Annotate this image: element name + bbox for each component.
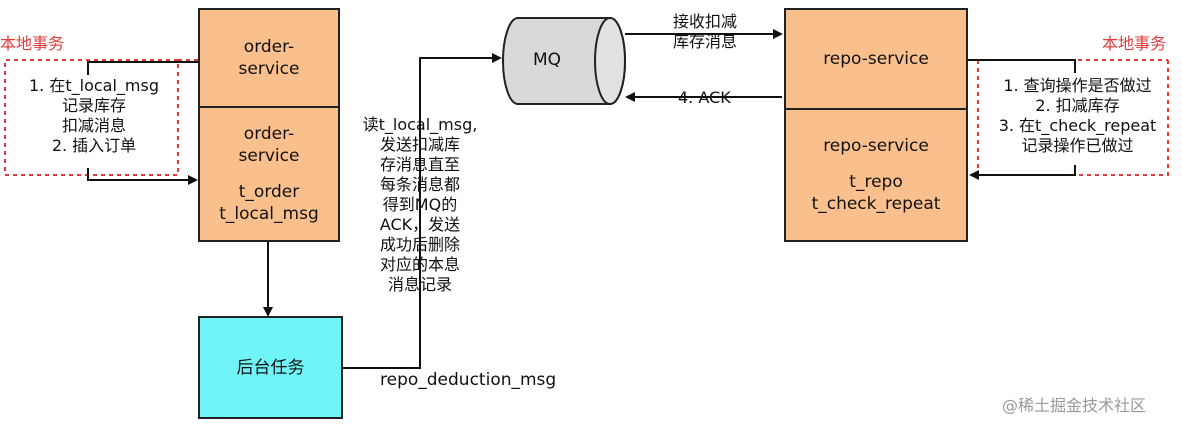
left-step-line: 2. 插入订单 bbox=[51, 136, 137, 155]
repo-service-db-label: repo-service bbox=[823, 136, 929, 156]
left-step-line: 扣减消息 bbox=[61, 116, 126, 135]
right-step-line: 1. 查询操作是否做过 bbox=[1003, 76, 1152, 95]
background-task-box: 后台任务 bbox=[198, 316, 343, 419]
read-text-line: 读t_local_msg, bbox=[362, 115, 478, 134]
right-steps: 1. 查询操作是否做过 2. 扣减库存 3. 在t_check_repeat 记… bbox=[990, 76, 1165, 156]
right-step-line: 记录操作已做过 bbox=[1021, 136, 1134, 155]
watermark: @稀土掘金技术社区 bbox=[1002, 396, 1147, 415]
table-name: t_repo bbox=[849, 172, 903, 192]
receive-text-line: 接收扣减 bbox=[672, 12, 737, 31]
read-text-line: 成功后删除 bbox=[379, 235, 460, 254]
right-step-line: 2. 扣减库存 bbox=[1035, 96, 1120, 115]
table-name: t_order bbox=[238, 182, 300, 202]
left-local-tx-label: 本地事务 bbox=[0, 34, 65, 53]
order-service-box: order- service bbox=[198, 8, 340, 108]
mq-cylinder-shape bbox=[502, 17, 626, 105]
left-arrow-into-order bbox=[87, 168, 198, 185]
read-text-line: ACK，发送 bbox=[379, 215, 461, 234]
ack-label: 4. ACK bbox=[678, 88, 731, 107]
left-local-tx-dotted-loop bbox=[4, 59, 198, 176]
read-text-line: 存消息直至 bbox=[379, 155, 460, 174]
read-text-line: 每条消息都 bbox=[379, 175, 460, 194]
order-service-label-line: order- bbox=[243, 37, 295, 57]
read-local-msg-text: 读t_local_msg, 发送扣减库 存消息直至 每条消息都 得到MQ的 AC… bbox=[350, 115, 490, 295]
receive-text-line: 库存消息 bbox=[672, 32, 737, 51]
repo-service-box: repo-service bbox=[784, 8, 968, 110]
order-service-db-label-line: order- bbox=[243, 124, 295, 144]
left-step-line: 1. 在t_local_msg bbox=[29, 76, 159, 95]
receive-deduction-text: 接收扣减 库存消息 bbox=[655, 12, 755, 52]
order-service-db-box: order- service t_order t_local_msg bbox=[198, 106, 340, 242]
right-local-tx-label: 本地事务 bbox=[1102, 34, 1167, 53]
arrow-bgtask-to-mq bbox=[343, 53, 502, 369]
right-arrow-into-repo bbox=[969, 165, 1076, 180]
table-name: t_check_repeat bbox=[811, 194, 941, 214]
left-line-from-order-top bbox=[87, 61, 198, 75]
order-service-label-line: service bbox=[238, 59, 300, 79]
repo-service-db-box: repo-service t_repo t_check_repeat bbox=[784, 108, 968, 242]
read-text-line: 发送扣减库 bbox=[379, 135, 460, 154]
repo-service-label: repo-service bbox=[823, 49, 929, 69]
background-task-label: 后台任务 bbox=[236, 357, 305, 378]
left-step-line: 记录库存 bbox=[61, 96, 126, 115]
table-name: t_local_msg bbox=[219, 204, 319, 224]
mq-label: MQ bbox=[533, 50, 562, 70]
order-service-db-label-line: service bbox=[238, 146, 300, 166]
right-step-line: 3. 在t_check_repeat bbox=[998, 116, 1157, 135]
read-text-line: 得到MQ的 bbox=[382, 195, 458, 214]
repo-deduction-msg-label: repo_deduction_msg bbox=[380, 370, 557, 390]
right-line-from-repo-top bbox=[968, 59, 1076, 73]
left-steps: 1. 在t_local_msg 记录库存 扣减消息 2. 插入订单 bbox=[14, 76, 174, 156]
read-text-line: 对应的本息 bbox=[379, 255, 460, 274]
read-text-line: 消息记录 bbox=[387, 275, 452, 294]
